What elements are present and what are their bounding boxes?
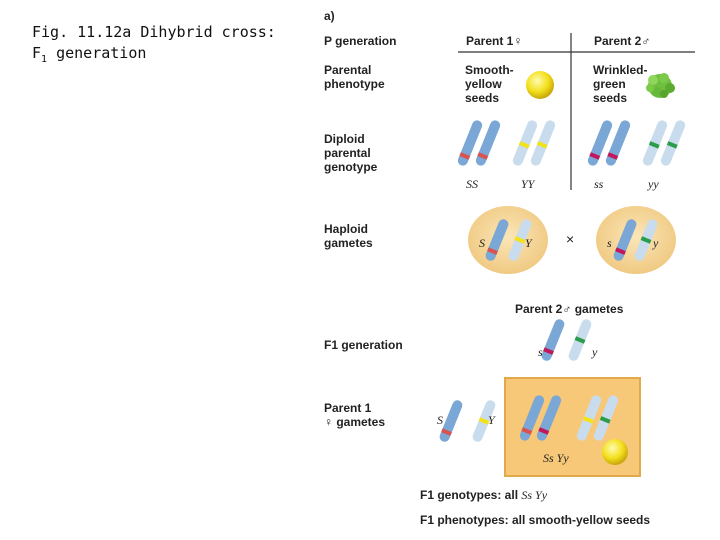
genotype-p1-YY: YY bbox=[521, 177, 535, 191]
parent2-header: Parent 2♂ bbox=[594, 34, 651, 48]
f1-left-Y: Y bbox=[488, 413, 495, 427]
parent2-gamete-chrom-s bbox=[541, 319, 565, 361]
genotype-p2-ss: ss bbox=[594, 177, 604, 191]
smooth-yellow-seed-icon bbox=[526, 71, 554, 99]
parent2-gametes-label: Parent 2♂ gametes bbox=[515, 302, 624, 316]
caption-line-1: Fig. 11.12a Dihybrid cross: bbox=[32, 23, 276, 41]
phenotype-parent2: Wrinkled- green seeds bbox=[593, 63, 648, 105]
phenotype-parent1: Smooth- yellow seeds bbox=[465, 63, 514, 105]
gamete-p2-y: y bbox=[653, 236, 659, 250]
row-f1-generation: F1 generation bbox=[324, 338, 403, 352]
parent1-chromosomes bbox=[457, 120, 556, 166]
row-p-generation: P generation bbox=[324, 34, 397, 48]
cross-symbol: × bbox=[566, 231, 575, 247]
row-diploid-genotype: Diploid parental genotype bbox=[324, 132, 378, 174]
parent1-header: Parent 1♀ bbox=[466, 34, 523, 48]
parent2-chromosomes bbox=[587, 120, 686, 166]
parent2-gamete-chrom-y bbox=[568, 319, 592, 361]
figure-caption: Fig. 11.12a Dihybrid cross: F1 generatio… bbox=[32, 22, 292, 70]
wrinkled-green-seed-icon bbox=[646, 73, 675, 98]
parent1-gamete-chrom-s bbox=[439, 400, 463, 442]
gamete-p1-S: S bbox=[479, 236, 485, 250]
row-parental-phenotype: Parental phenotype bbox=[324, 63, 385, 91]
f1-left-S: S bbox=[437, 413, 443, 427]
gamete-p1-Y: Y bbox=[525, 236, 532, 250]
f1-top-s: s bbox=[538, 345, 543, 359]
row-parent1-gametes: Parent 1 ♀ gametes bbox=[324, 401, 386, 429]
row-haploid-gametes: Haploid gametes bbox=[324, 222, 373, 250]
caption-line-2: F1 generation bbox=[32, 44, 147, 65]
panel-label: a) bbox=[324, 9, 335, 23]
f1-genotype-label: Ss Yy bbox=[543, 451, 569, 465]
f1-top-y: y bbox=[592, 345, 598, 359]
f1-genotypes-summary: F1 genotypes: all Ss Yy bbox=[420, 488, 548, 502]
genotype-p1-SS: SS bbox=[466, 177, 478, 191]
f1-phenotypes-summary: F1 phenotypes: all smooth-yellow seeds bbox=[420, 513, 651, 527]
gamete-p2-s: s bbox=[607, 236, 612, 250]
parent1-gamete-chrom-y bbox=[472, 400, 496, 442]
genotype-p2-yy: yy bbox=[648, 177, 659, 191]
f1-smooth-yellow-seed-icon bbox=[602, 439, 628, 465]
